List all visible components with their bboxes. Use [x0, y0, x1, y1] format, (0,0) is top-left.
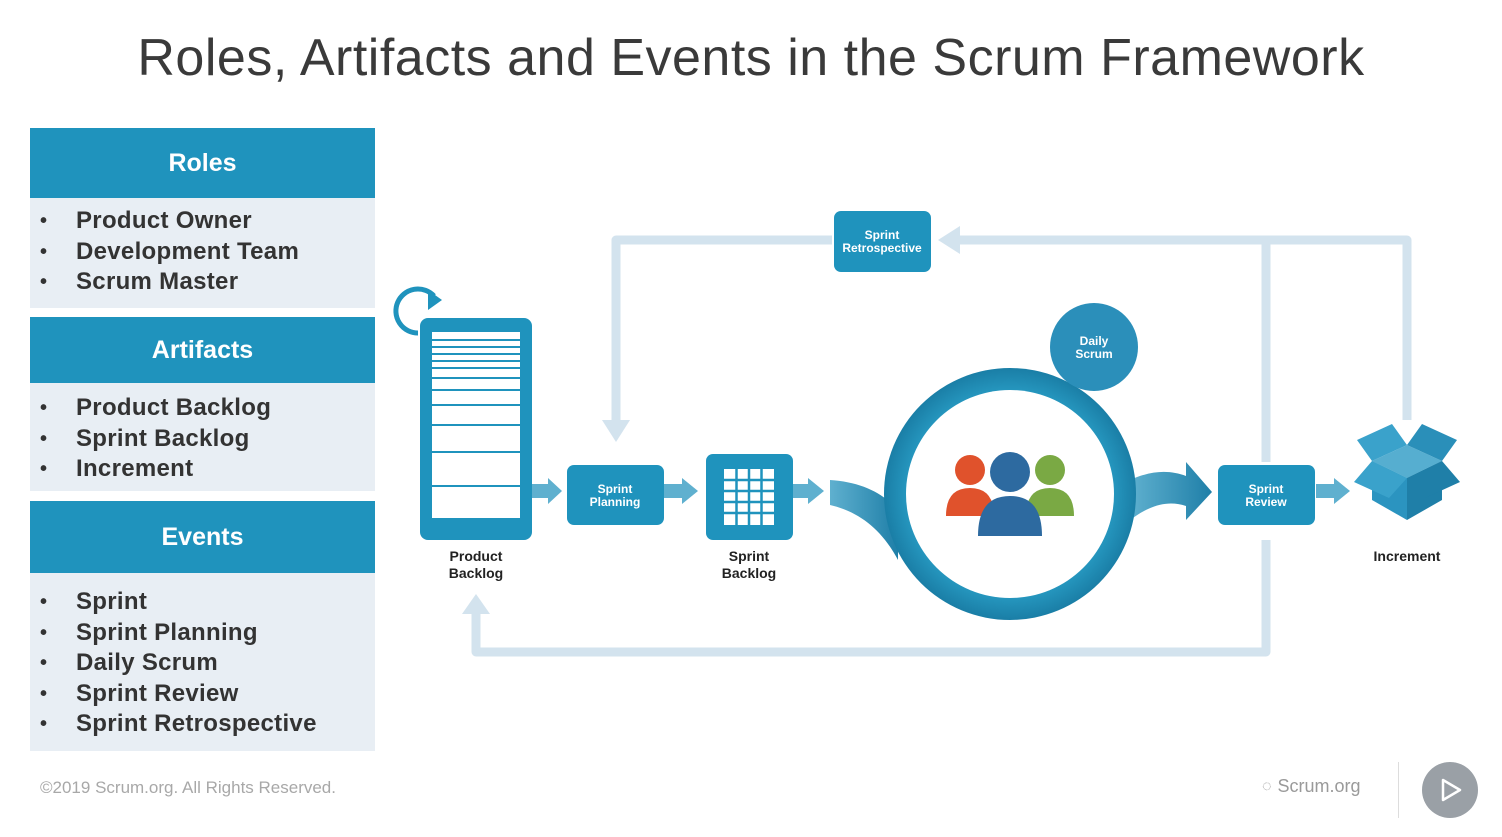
copyright: ©2019 Scrum.org. All Rights Reserved.: [40, 778, 336, 797]
list-item: Daily Scrum: [30, 648, 375, 679]
list-item: Sprint Review: [30, 679, 375, 710]
sprint-planning-label: Planning: [590, 495, 641, 509]
list-item: Product Backlog: [30, 393, 375, 424]
list-item: Development Team: [30, 237, 375, 268]
daily-scrum-label: Daily: [1080, 334, 1109, 348]
flow-arrows: [532, 478, 1350, 504]
sprint-retrospective-label: Retrospective: [842, 241, 922, 255]
artifacts-panel: Artifacts Product Backlog Sprint Backlog…: [30, 317, 375, 491]
team-icon: [946, 452, 1074, 536]
roles-list: Product Owner Development Team Scrum Mas…: [30, 198, 375, 308]
roles-panel: Roles Product Owner Development Team Scr…: [30, 128, 375, 308]
product-backlog-label: Product: [450, 548, 503, 564]
sprint-backlog-icon: [706, 454, 793, 540]
scrum-logo-icon: ◌: [1262, 777, 1272, 795]
list-item: Product Owner: [30, 206, 375, 237]
arrow-down-icon: [602, 420, 630, 442]
list-item: Scrum Master: [30, 267, 375, 298]
divider: [1398, 762, 1399, 818]
list-item: Sprint: [30, 587, 375, 618]
list-item: Sprint Retrospective: [30, 709, 375, 740]
box-icon: [1354, 424, 1460, 520]
sprint-planning-box: [567, 465, 664, 525]
artifacts-list: Product Backlog Sprint Backlog Increment: [30, 383, 375, 491]
events-panel: Events Sprint Sprint Planning Daily Scru…: [30, 501, 375, 751]
play-icon: [1441, 778, 1462, 802]
sprint-planning-label: Sprint: [598, 482, 633, 496]
sprint-retrospective-box: [834, 211, 931, 272]
arrow-up-icon: [462, 594, 490, 614]
page-title: Roles, Artifacts and Events in the Scrum…: [137, 29, 1365, 87]
events-list: Sprint Sprint Planning Daily Scrum Sprin…: [30, 573, 375, 751]
play-button[interactable]: [1422, 762, 1478, 818]
product-backlog-label: Backlog: [449, 565, 503, 581]
sprint-review-label: Review: [1245, 495, 1287, 509]
list-item: Sprint Planning: [30, 618, 375, 649]
sprint-retrospective-label: Sprint: [865, 228, 900, 242]
brand-logo: ◌ Scrum.org: [1262, 776, 1361, 797]
roles-heading: Roles: [30, 128, 375, 198]
refresh-icon: [393, 286, 436, 336]
sprint-review-label: Sprint: [1249, 482, 1284, 496]
sprint-review-box: [1218, 465, 1315, 525]
daily-scrum-label: Scrum: [1075, 347, 1112, 361]
daily-scrum-circle: [1050, 303, 1138, 391]
events-heading: Events: [30, 501, 375, 573]
artifacts-heading: Artifacts: [30, 317, 375, 383]
sprint-backlog-label: Sprint: [729, 548, 770, 564]
arrow-left-icon: [938, 226, 960, 254]
sprint-flow-in: [830, 480, 898, 560]
sprint-flow-out: [1130, 462, 1212, 520]
product-backlog-icon: [420, 318, 532, 540]
brand-name: Scrum.org: [1277, 776, 1361, 796]
list-item: Sprint Backlog: [30, 424, 375, 455]
list-item: Increment: [30, 454, 375, 485]
sprint-backlog-label: Backlog: [722, 565, 776, 581]
feedback-loop: [471, 235, 1412, 657]
increment-label: Increment: [1374, 548, 1441, 564]
